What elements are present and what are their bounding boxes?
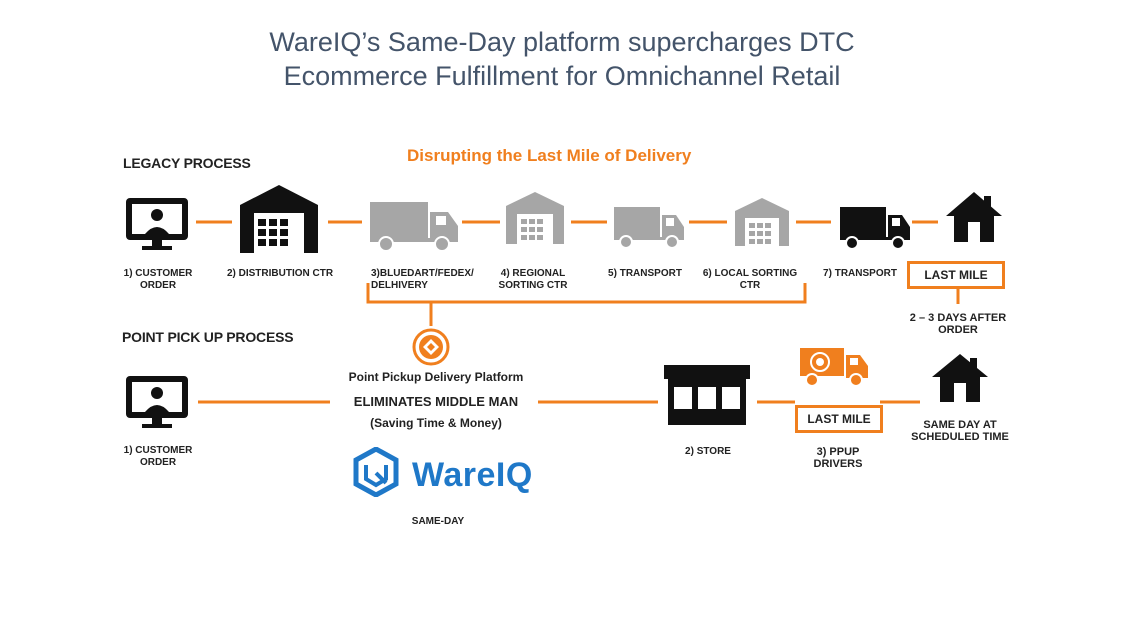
legacy-process-heading: LEGACY PROCESS bbox=[123, 155, 251, 171]
truck-icon bbox=[840, 207, 910, 250]
warehouse-icon bbox=[240, 185, 318, 253]
home-icon bbox=[946, 192, 1002, 242]
same-day-result-label: SAME DAY AT SCHEDULED TIME bbox=[911, 419, 1009, 443]
platform-logo-icon bbox=[412, 328, 450, 366]
home-icon bbox=[932, 354, 988, 402]
diagram-headline: Disrupting the Last Mile of Delivery bbox=[407, 146, 692, 165]
legacy-step-5-label: 5) TRANSPORT bbox=[608, 268, 682, 279]
legacy-step-6-label: 6) LOCAL SORTING CTR bbox=[702, 268, 798, 291]
truck-icon bbox=[370, 202, 458, 252]
monitor-user-icon bbox=[126, 376, 188, 428]
warehouse-icon bbox=[735, 198, 789, 246]
monitor-user-icon bbox=[126, 198, 188, 250]
truck-icon bbox=[614, 207, 684, 249]
legacy-step-1-label: 1) CUSTOMER ORDER bbox=[123, 268, 193, 291]
brand-tagline: SAME-DAY bbox=[411, 516, 465, 527]
legacy-step-4-label: 4) REGIONAL SORTING CTR bbox=[498, 268, 568, 291]
legacy-step-7-label: 7) TRANSPORT bbox=[823, 268, 897, 279]
page-title-line-1: WareIQ’s Same-Day platform supercharges … bbox=[269, 27, 855, 57]
pickup-process-heading: POINT PICK UP PROCESS bbox=[122, 329, 294, 345]
legacy-step-2-label: 2) DISTRIBUTION CTR bbox=[226, 268, 334, 279]
legacy-result-label: 2 – 3 DAYS AFTER ORDER bbox=[909, 312, 1007, 336]
legacy-step-3-label: 3)BLUEDART/FEDEX/ DELHIVERY bbox=[371, 268, 474, 291]
delivery-truck-icon bbox=[800, 348, 868, 387]
wareiq-logo-icon bbox=[353, 447, 399, 497]
warehouse-icon bbox=[506, 192, 564, 244]
platform-title: Point Pickup Delivery Platform bbox=[348, 370, 524, 384]
ppup-drivers-label: 3) PPUP DRIVERS bbox=[813, 446, 863, 470]
platform-claim: ELIMINATES MIDDLE MAN bbox=[353, 394, 519, 409]
pickup-last-mile-box: LAST MILE bbox=[795, 405, 883, 433]
wareiq-wordmark: WareIQ bbox=[412, 456, 533, 494]
page-title-line-2: Ecommerce Fulfillment for Omnichannel Re… bbox=[283, 61, 841, 91]
legacy-last-mile-box: LAST MILE bbox=[907, 261, 1005, 289]
store-icon bbox=[664, 365, 750, 425]
pickup-customer-label: 1) CUSTOMER ORDER bbox=[123, 445, 193, 468]
middleman-bracket bbox=[366, 283, 807, 304]
platform-note: (Saving Time & Money) bbox=[370, 416, 502, 430]
store-label: 2) STORE bbox=[685, 446, 731, 457]
